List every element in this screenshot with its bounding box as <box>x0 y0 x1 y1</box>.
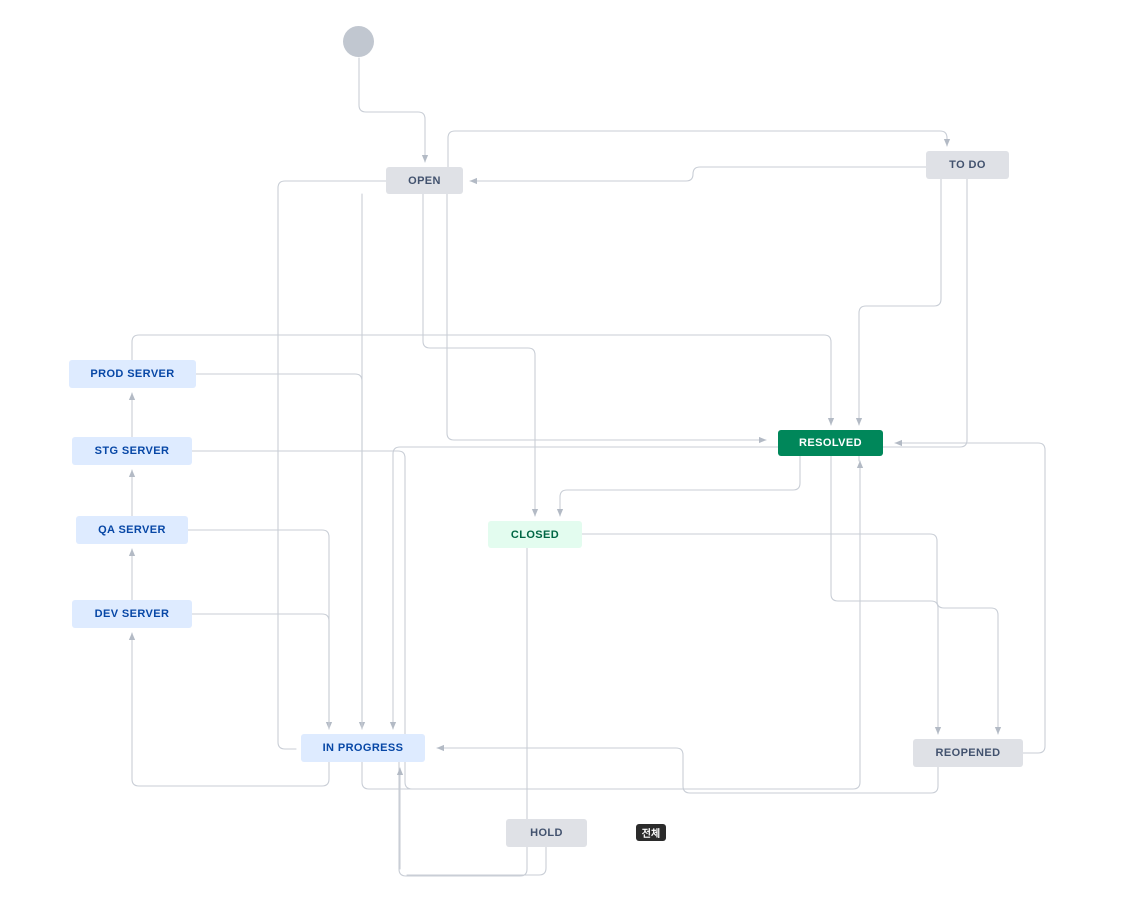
edge-closed-to-reopened <box>581 533 1002 735</box>
node-open-label: OPEN <box>408 174 441 187</box>
node-hold-label: HOLD <box>530 827 563 839</box>
edge-dev-server-to-in-progress <box>191 613 330 730</box>
edge-reopened-to-resolved <box>894 439 1046 754</box>
edge-in-progress-to-hold <box>406 846 547 876</box>
node-stg-server-label: STG SERVER <box>94 445 170 457</box>
edge-in-progress-to-dev-server <box>128 632 330 787</box>
node-qa-server-label: QA SERVER <box>98 524 166 536</box>
node-closed-label: CLOSED <box>510 528 560 541</box>
node-todo[interactable]: TO DO <box>926 151 1009 179</box>
node-reopened-label: REOPENED <box>935 747 1001 759</box>
start-state-node[interactable] <box>343 26 374 57</box>
node-todo-label: TO DO <box>949 159 986 171</box>
node-resolved[interactable]: RESOLVED <box>778 430 883 456</box>
edge-todo-to-resolved <box>855 178 942 426</box>
edge-resolved-to-reopened <box>830 455 942 735</box>
edge-prod-server-to-open <box>131 334 835 426</box>
node-stg-server[interactable]: STG SERVER <box>72 437 192 465</box>
node-qa-server[interactable]: QA SERVER <box>76 516 188 544</box>
edge-open-to-resolved <box>446 193 767 444</box>
node-hold[interactable]: HOLD <box>506 819 587 847</box>
node-dev-server[interactable]: DEV SERVER <box>72 600 192 628</box>
edge-start-to-open <box>358 57 429 163</box>
edge-stg-server-to-in-progress <box>191 450 677 790</box>
edge-open-to-todo <box>447 130 951 168</box>
edge-prod-server-to-resolved <box>195 373 363 730</box>
edge-resolved-to-closed <box>556 455 801 517</box>
edge-label-hold-transition[interactable]: 전체 <box>636 824 666 841</box>
node-prod-server[interactable]: PROD SERVER <box>69 360 196 388</box>
edge-reopened-to-in-progress <box>436 744 939 794</box>
edge-qa-server-to-in-progress <box>187 529 333 730</box>
node-open[interactable]: OPEN <box>386 167 463 194</box>
node-prod-server-label: PROD SERVER <box>90 368 175 380</box>
node-in-progress[interactable]: IN PROGRESS <box>301 734 425 762</box>
node-dev-server-label: DEV SERVER <box>94 608 170 620</box>
edge-open-to-closed <box>422 193 539 517</box>
edge-open-to-in-progress <box>277 180 387 750</box>
node-resolved-label: RESOLVED <box>799 437 862 449</box>
node-reopened[interactable]: REOPENED <box>913 739 1023 767</box>
node-in-progress-label: IN PROGRESS <box>322 742 404 754</box>
edge-todo-to-open <box>469 166 927 185</box>
edge-label-hold-transition-text: 전체 <box>641 829 661 840</box>
node-closed[interactable]: CLOSED <box>488 521 582 548</box>
edge-in-progress-to-resolved <box>361 460 864 790</box>
